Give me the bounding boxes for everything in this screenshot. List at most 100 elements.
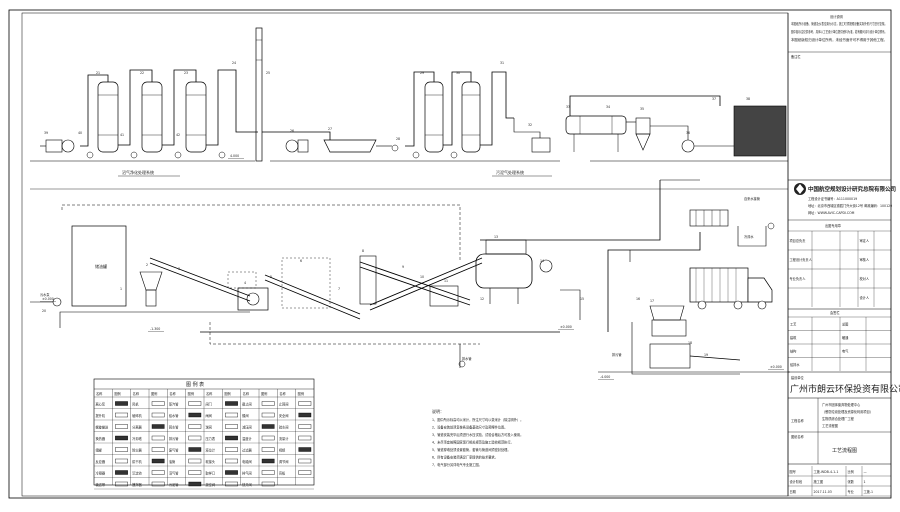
label-bottom-mid: 排水管 [462, 356, 472, 361]
cosign-cell: 总图 [842, 322, 848, 327]
legend-item-name: 风机 [132, 402, 139, 407]
legend-item-name: 储罐 [96, 448, 103, 453]
legend-symbol-icon [261, 435, 275, 441]
legend-item-name: 止回阀 [279, 402, 289, 407]
cosign-title: 会签栏 [830, 310, 840, 315]
note-line: 1、图中所示标高均以米计，所注尺寸均以毫米计（除注明外）。 [432, 417, 523, 422]
legend-header: 名称 [206, 391, 213, 396]
org-name: 中国航空规划设计研究总院有限公司 [808, 185, 896, 193]
equipment-number: 32 [528, 123, 532, 127]
height-mark: ±0.000 [560, 325, 572, 329]
legend-symbol-icon [115, 424, 128, 429]
lower-process-section: 储油罐 [30, 179, 790, 375]
note-line: 4、未尽事宜按照国家现行相关规范及施工验收规范执行。 [432, 440, 514, 445]
address-line: 地址：北京市西城区德胜门外大街12号 邮政编码：100120 [808, 203, 892, 208]
equipment-number: 21 [96, 71, 100, 75]
legend-item-name: 过滤器 [242, 448, 252, 453]
legend-symbol-icon [115, 401, 128, 406]
note-line: 2、设备安装前须复核各设备基础尺寸及预埋件位置。 [432, 425, 507, 430]
legend-symbol-icon [261, 401, 275, 406]
legend-item-name: 闸阀 [206, 413, 212, 418]
legend-item-name: 压力表 [206, 436, 216, 441]
legend-header: 图例 [298, 391, 304, 396]
process-number: 20 [42, 309, 46, 313]
legend-symbol-icon [261, 424, 275, 429]
legend-item-name: 除尘器 [132, 448, 142, 453]
cosign-cell: 结构 [790, 349, 796, 354]
info-cell: 图号 [790, 469, 796, 474]
signature-cell: 设计人 [860, 295, 870, 300]
rotary-dryer-upper [565, 115, 627, 152]
legend-table: 图 例 表 名称图例名称图例名称图例名称图例名称图例名称图例离心泵风机蒸汽管阀门… [93, 378, 315, 490]
note-line: 3、管道安装完毕后须进行水压试验，试验合格后方可投入使用。 [432, 432, 523, 437]
legend-item-name: 视镜 [279, 448, 286, 453]
process-number: 17 [650, 299, 654, 303]
info-cell: — [864, 470, 868, 474]
legend-item-name: 输送带 [96, 482, 106, 487]
info-cell: 日期 [790, 489, 796, 494]
legend-item-name: 盲板 [279, 471, 286, 476]
equipment-number: 40 [78, 131, 82, 135]
legend-item-name: 分离器 [132, 425, 142, 430]
equipment-number: 28 [396, 137, 400, 141]
legend-item-name: 疏水阀 [279, 425, 289, 430]
legend-item-name: 流量计 [279, 436, 289, 441]
legend-item-name: 蝶阀 [242, 413, 248, 418]
legend-symbol-icon [261, 470, 275, 475]
legend-symbol-icon [225, 481, 238, 487]
motor-icon [539, 259, 553, 273]
client-label: 建设单位 [791, 375, 805, 380]
height-mark: -1.300 [150, 327, 160, 331]
feed-hopper [139, 271, 163, 307]
legend-header: 图例 [224, 391, 230, 396]
legend-symbol-icon [188, 470, 202, 475]
legend-item-name: 电磁阀 [242, 459, 252, 464]
rotary-reactor-drum [475, 239, 533, 304]
note-line: 6、所有设备安装须满足厂家提供的技术要求。 [432, 455, 498, 460]
process-number: 1 [120, 287, 122, 291]
scrubber-tower-2 [141, 81, 163, 153]
process-number: 7 [338, 287, 340, 291]
design-notes-title: 设计说明 [830, 14, 843, 19]
process-number: 14 [540, 259, 544, 263]
process-number: 8 [362, 249, 364, 253]
legend-symbol-icon [151, 424, 165, 429]
equipment-number: 41 [120, 133, 124, 137]
cosign-cell: 给排水 [790, 362, 800, 367]
process-number: 2 [146, 263, 148, 267]
process-number: 12 [480, 297, 484, 301]
scrubber-tower-5 [461, 81, 481, 153]
legend-item-name: 排气阀 [242, 471, 252, 476]
legend-item-name: 螺旋输送 [96, 425, 110, 430]
legend-item-name: 快开阀 [242, 482, 252, 487]
legend-symbol-icon [151, 447, 165, 452]
legend-header: 名称 [169, 391, 176, 396]
equipment-number: 38 [746, 97, 750, 101]
equipment-number: 23 [184, 71, 188, 75]
legend-symbol-icon [115, 470, 128, 475]
legend-header: 名称 [279, 391, 286, 396]
process-number: 13 [494, 235, 498, 239]
design-note-line: 图中各标注仅供参考，具体以工艺设计单位提供资料为准，若有疑问请与设计单位联系。 [791, 29, 887, 34]
web-line: 网址：WWW.AVIC-CAPDI.COM [808, 210, 855, 215]
legend-symbol-icon [298, 458, 312, 464]
info-cell: 工施-1 [864, 489, 874, 494]
legend-symbol-icon [298, 447, 312, 452]
legend-symbol-icon [151, 481, 165, 487]
info-cell: 2017.11.03 [814, 490, 832, 494]
notes-title: 说明： [432, 408, 444, 414]
legend-symbol-icon [188, 424, 202, 429]
legend-symbol-icon [188, 435, 202, 441]
legend-symbol-icon [225, 447, 238, 452]
fan-right-icon [681, 139, 695, 153]
legend-symbol-icon [261, 481, 275, 487]
signature-cell: 专业负责人 [790, 276, 807, 281]
legend-symbol-icon [151, 412, 165, 418]
equipment-number: 42 [176, 133, 180, 137]
legend-item-name: 回水管 [169, 425, 179, 430]
legend-symbol-icon [115, 435, 128, 441]
note-line: 5、管道穿墙处须设置套管，套管与管道间须密封处理。 [432, 447, 511, 452]
inclined-conveyor-2 [264, 274, 361, 320]
process-number: 10 [420, 275, 424, 279]
